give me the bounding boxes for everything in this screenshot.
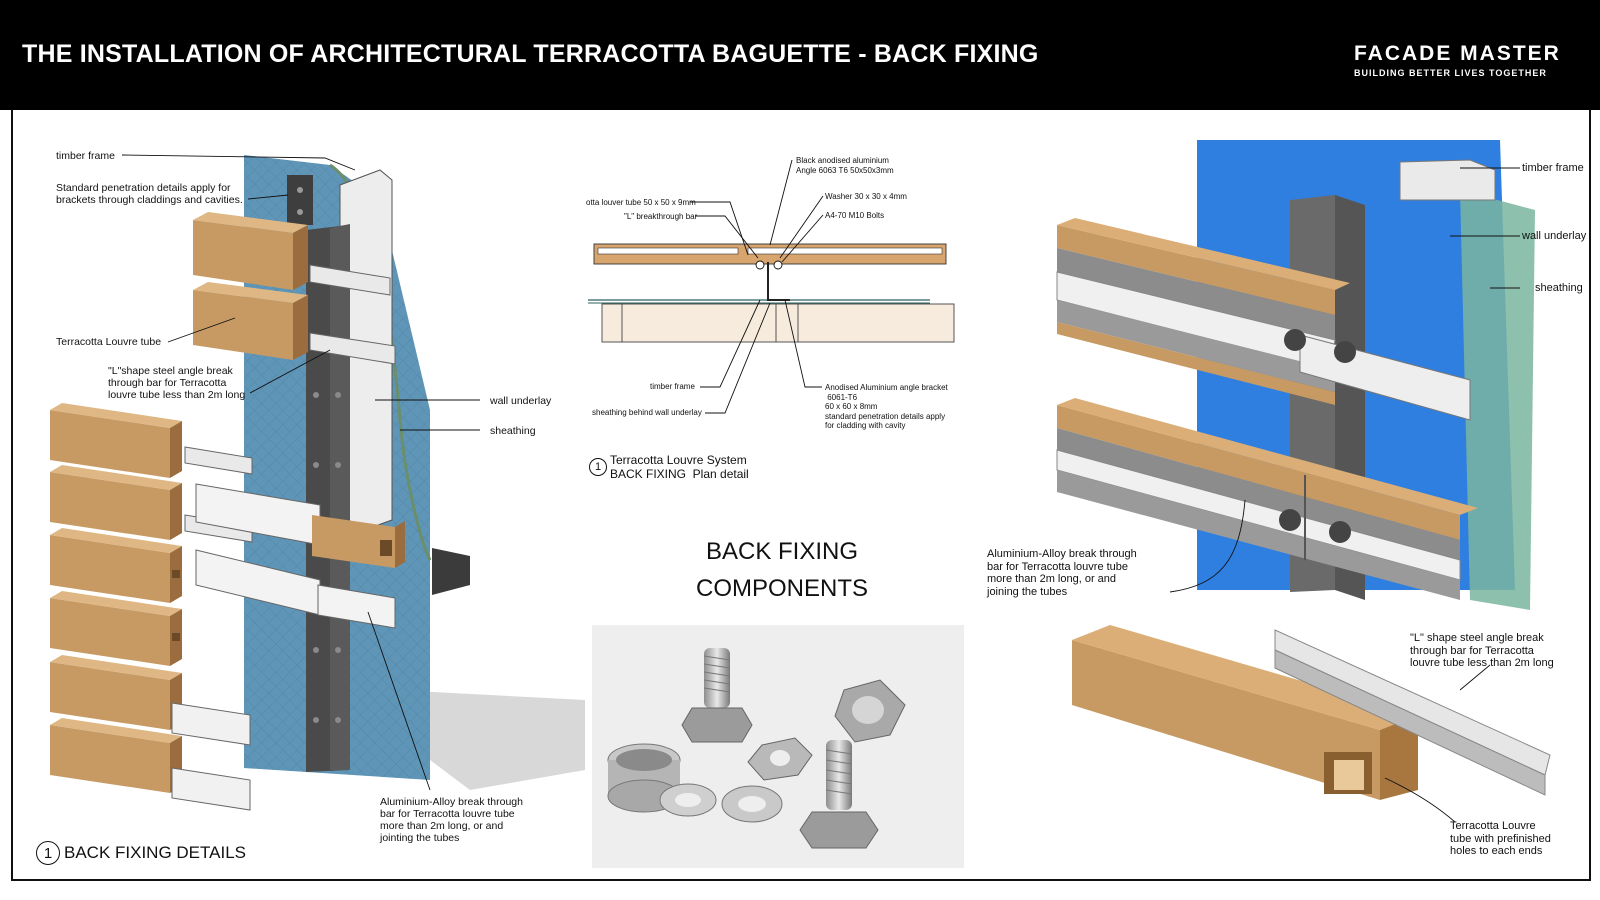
terracotta-tube-upper-2 [193,282,396,365]
label-plan-timber-frame: timber frame [650,382,695,391]
sheathing-panel [1460,190,1535,610]
plan-caption-number: 1 [589,458,607,476]
cast-shadow [395,690,585,790]
label-sheathing: sheathing [490,425,536,437]
components-title: BACK FIXING COMPONENTS [695,538,868,602]
caption-number: 1 [36,841,60,865]
caption-back-fixing-details: 1 BACK FIXING DETAILS [36,841,246,865]
header-bar: THE INSTALLATION OF ARCHITECTURAL TERRAC… [0,0,1600,110]
right-lower-tubes [1056,398,1478,600]
terracotta-tube-upper [193,212,391,296]
label-l-shape-bar: "L"shape steel angle break through bar f… [108,365,246,401]
components-photo [592,625,964,868]
label-right-alloy-bar: Aluminium-Alloy break through bar for Te… [987,548,1137,598]
page-title: THE INSTALLATION OF ARCHITECTURAL TERRAC… [22,40,1039,68]
brand-logo-name: Facade Master [1354,42,1561,65]
label-washer: Washer 30 x 30 x 4mm [825,192,907,201]
label-right-sheathing: sheathing [1535,282,1583,294]
label-black-anodised-angle: Black anodised aluminium Angle 6063 T6 5… [796,156,894,175]
bolt-assembly-icon [834,679,906,743]
bolt-icon [681,648,753,743]
label-bolts: A4-70 M10 Bolts [825,211,885,220]
content-frame [11,110,1591,881]
label-l-breakthrough-bar: "L" breakthrough bar [624,212,698,221]
washer-icon [659,783,783,823]
label-sheathing-behind: sheathing behind wall underlay [592,408,702,417]
brand-logo-tagline: BUILDING BETTER LIVES TOGETHER [1354,68,1547,78]
label-louver-tube-size: otta louver tube 50 x 50 x 9mm [586,198,696,207]
label-right-timber-frame: timber frame [1522,162,1584,174]
label-timber-frame: timber frame [56,150,115,162]
label-penetration-details: Standard penetration details apply for b… [56,182,243,206]
label-wall-underlay: wall underlay [490,395,552,407]
nut-icon [747,737,813,781]
left-detail-diagram [50,154,585,811]
caption-plan-detail: Terracotta Louvre System BACK FIXING Pla… [610,453,749,481]
terracotta-tubes-exploded [50,403,253,811]
label-aluminium-alloy-bar: Aluminium-Alloy break through bar for Te… [380,796,523,844]
right-terracotta-tube [1072,625,1418,800]
bolt-icon-2 [799,740,879,849]
label-right-l-shape: "L" shape steel angle break through bar … [1410,632,1554,669]
label-right-prefinished-holes: Terracotta Louvre tube with prefinished … [1450,820,1551,857]
right-l-shape-bar [1274,629,1551,796]
plan-detail-diagram [588,159,955,414]
label-right-wall-underlay: wall underlay [1522,230,1587,242]
label-anodised-bracket: Anodised Aluminium angle bracket 6061-T6… [825,383,948,430]
caption-text: BACK FIXING DETAILS [64,843,247,862]
right-detail-diagram [1056,140,1551,823]
label-terracotta-louvre-tube: Terracotta Louvre tube [56,336,162,348]
bracket-plate [287,175,313,225]
right-upper-tubes [1056,218,1471,421]
